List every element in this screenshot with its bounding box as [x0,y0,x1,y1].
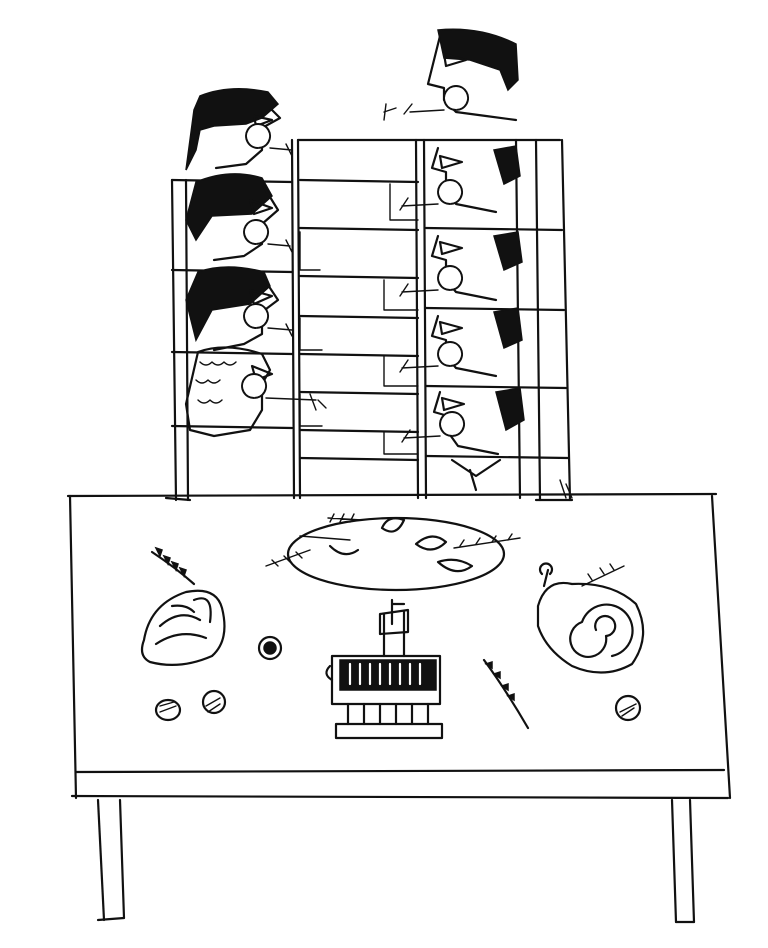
stacked-table-frame [164,138,574,502]
herb-sprig [150,546,196,586]
olives-left [154,689,227,722]
pastry-left [140,589,226,666]
right-guest-2 [399,231,523,302]
roulade-right [536,562,645,674]
right-guest-top [383,28,519,122]
left-guest-4 [184,346,327,438]
centerpiece-castle [325,598,444,740]
olive-1 [257,635,283,661]
left-guest-1 [185,88,293,171]
oval-platter [265,513,521,592]
rosemary-sprig [482,658,530,730]
right-guest-1 [399,145,521,214]
left-guest-3 [185,266,293,352]
right-guest-3 [399,307,523,378]
napkins [299,183,419,455]
left-guest-2 [185,173,293,262]
front-table [66,492,732,924]
right-guest-4 [401,387,525,492]
olive-2 [614,694,642,722]
